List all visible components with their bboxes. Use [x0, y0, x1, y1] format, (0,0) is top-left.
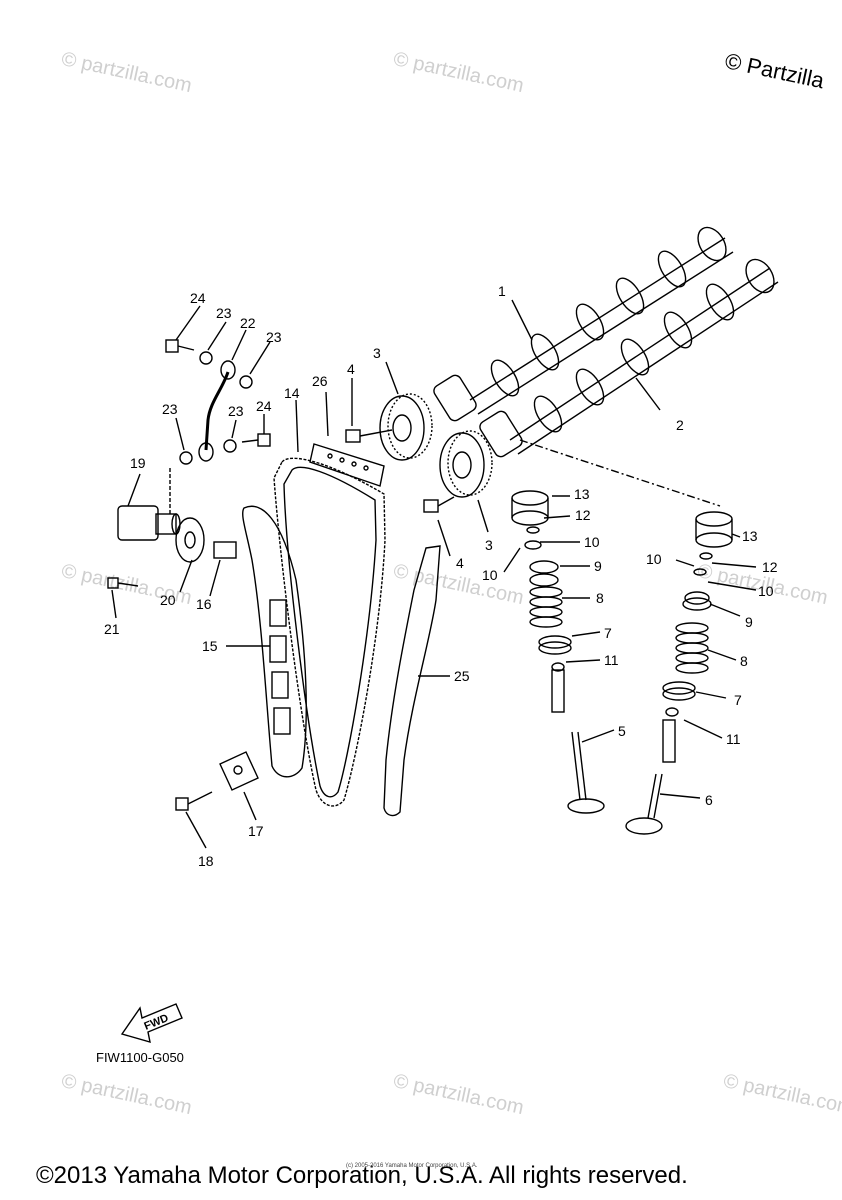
sprocket-bolt [345, 429, 393, 443]
callout: 4 [347, 361, 355, 377]
chain-stopper [213, 541, 237, 559]
valve-lifter [695, 511, 733, 548]
callout: 22 [240, 315, 256, 331]
tensioner-gasket [175, 517, 205, 563]
copyright-notice: ©2013 Yamaha Motor Corporation, U.S.A. A… [36, 1162, 688, 1189]
valve-lifter [511, 490, 549, 526]
callout: 10 [646, 551, 662, 567]
callout: 26 [312, 373, 328, 389]
callout: 17 [248, 823, 264, 839]
callout: 23 [228, 403, 244, 419]
callout: 11 [726, 731, 741, 747]
callout: 23 [162, 401, 178, 417]
copper-washer [223, 439, 237, 453]
union-bolt [165, 339, 195, 353]
sprocket-bolt [423, 496, 455, 513]
callout: 21 [104, 621, 120, 637]
callout: 15 [202, 638, 218, 654]
tensioner-guide-windows [269, 599, 291, 735]
tensioner-bolt [107, 577, 139, 589]
chain-guide-front [383, 545, 441, 817]
camshaft-exhaust [479, 258, 779, 458]
callout: 18 [198, 853, 214, 869]
callout: 13 [574, 486, 590, 502]
callout-labels: 1 2 3 3 4 4 5 6 7 7 8 8 9 9 10 10 10 10 … [104, 283, 778, 869]
callout: 23 [216, 305, 232, 321]
callout: 10 [584, 534, 600, 550]
callout: 9 [594, 558, 602, 574]
copper-washer [179, 451, 193, 465]
callout: 25 [454, 668, 470, 684]
callout: 19 [130, 455, 146, 471]
callout: 24 [256, 398, 272, 414]
timing-chain [273, 457, 386, 807]
callout: 4 [456, 555, 464, 571]
union-bolt [241, 433, 271, 447]
callout: 12 [575, 507, 591, 523]
forward-arrow-icon: FWD [120, 1003, 183, 1043]
cam-sprocket [379, 393, 433, 461]
fwd-label: FWD [143, 1012, 171, 1033]
callout: 2 [676, 417, 684, 433]
copper-washer [199, 351, 213, 365]
callout: 7 [604, 625, 612, 641]
callout: 8 [740, 653, 748, 669]
tensioner-guide [242, 505, 307, 778]
chain-guide-top [309, 443, 385, 487]
callout: 14 [284, 385, 300, 401]
callout: 7 [734, 692, 742, 708]
callout: 10 [482, 567, 498, 583]
callout: 12 [762, 559, 778, 575]
callout: 13 [742, 528, 758, 544]
callout: 11 [604, 652, 619, 668]
callout: 1 [498, 283, 506, 299]
copper-washer [239, 375, 253, 389]
callout: 8 [596, 590, 604, 606]
small-copyright-notice: (c) 2005-2016 Yamaha Motor Corporation, … [346, 1163, 478, 1169]
camshaft-intake [433, 226, 734, 422]
callout: 16 [196, 596, 212, 612]
valve-assembly-intake [524, 526, 605, 814]
callout: 23 [266, 329, 282, 345]
guide-bracket [219, 751, 259, 791]
callout: 3 [485, 537, 493, 553]
callout: 10 [758, 583, 774, 599]
oil-delivery-pipe [204, 371, 230, 451]
callout: 3 [373, 345, 381, 361]
callout: 20 [160, 592, 176, 608]
bracket-bolt [175, 791, 213, 811]
cam-sprocket [439, 430, 493, 498]
valve-assembly-exhaust [625, 552, 713, 835]
figure-code: FIW1100-G050 [96, 1050, 184, 1065]
callout: 24 [190, 290, 206, 306]
callout: 5 [618, 723, 626, 739]
callout: 9 [745, 614, 753, 630]
callout: 6 [705, 792, 713, 808]
